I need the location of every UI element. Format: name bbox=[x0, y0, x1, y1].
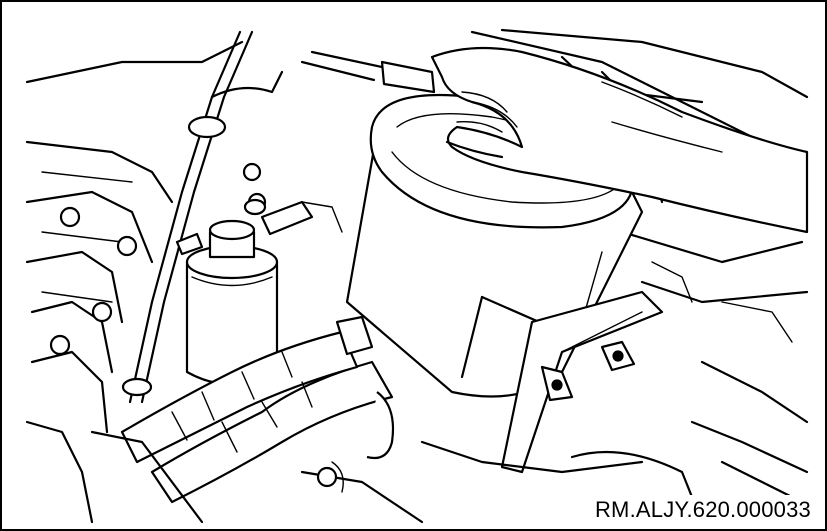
mounting-bracket bbox=[500, 290, 664, 474]
hose-elbow bbox=[366, 391, 395, 460]
bolt-icon bbox=[59, 206, 81, 228]
hoses bbox=[120, 50, 436, 504]
bleed-screw-icon bbox=[243, 198, 267, 216]
bolt-icon bbox=[49, 334, 71, 356]
fuel-filter bbox=[175, 198, 343, 386]
nut-icon bbox=[612, 350, 624, 362]
strut-rod bbox=[121, 30, 284, 404]
nut-icon bbox=[551, 379, 563, 391]
bolt-icon bbox=[91, 301, 113, 323]
technician-hand bbox=[430, 46, 809, 234]
bolt-icon bbox=[316, 466, 338, 488]
bolt-icon bbox=[116, 235, 138, 257]
breather-hose bbox=[380, 60, 436, 94]
bolt-icon bbox=[242, 162, 262, 182]
figure-reference-code: RM.ALJY.620.000033 bbox=[588, 495, 817, 525]
hose-clamp-icon bbox=[335, 315, 374, 356]
lower-chassis bbox=[90, 430, 704, 524]
